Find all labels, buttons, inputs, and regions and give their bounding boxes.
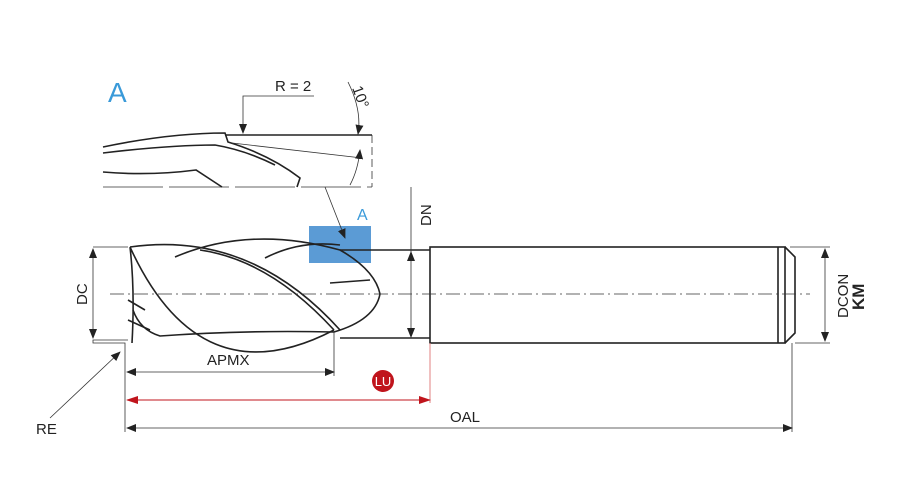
detail-a-view: A R = 2 10° [102,77,373,188]
angle-label: 10° [348,84,372,111]
km-label: KM [849,284,868,310]
dcon-label: DCON [835,274,852,318]
radius-label: R = 2 [275,78,311,95]
apmx-label: APMX [207,352,250,369]
dc-label: DC [74,283,91,305]
lu-badge: LU [372,370,394,392]
dn-label: DN [418,204,435,226]
detail-a-label: A [108,77,127,108]
re-label: RE [36,421,57,438]
end-mill-body [110,238,810,353]
callout-a-label: A [357,207,368,224]
lu-label: LU [375,374,392,389]
oal-label: OAL [450,409,480,426]
